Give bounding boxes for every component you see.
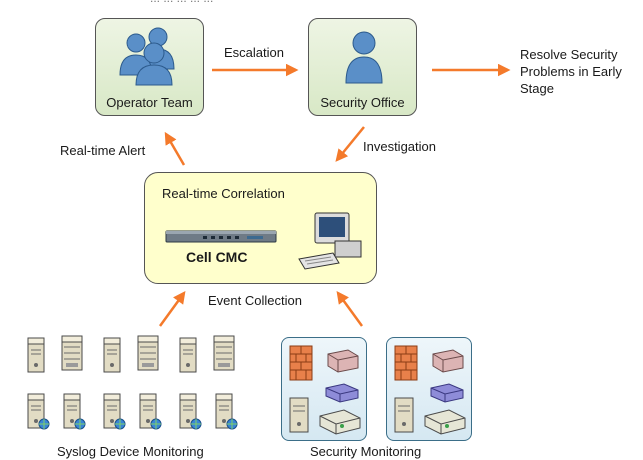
syslog-group-label: Syslog Device Monitoring bbox=[57, 444, 204, 459]
correlation-title: Real-time Correlation bbox=[162, 186, 285, 201]
workstation-icon bbox=[298, 212, 362, 270]
investigation-arrow bbox=[335, 126, 365, 162]
switch-icon bbox=[430, 383, 464, 403]
security-devices-right bbox=[394, 345, 466, 435]
operator-team-box: Operator Team bbox=[95, 18, 204, 116]
syslog-collection-arrow bbox=[158, 290, 186, 327]
operator-team-label: Operator Team bbox=[106, 95, 193, 110]
realtime-alert-label: Real-time Alert bbox=[60, 143, 146, 158]
security-office-box: Security Office bbox=[308, 18, 417, 116]
user-icon bbox=[345, 31, 383, 84]
header-title: ... ... ... ... ... bbox=[150, 0, 213, 5]
server-icon bbox=[289, 397, 309, 433]
appliance-icon bbox=[319, 409, 361, 435]
user-group-icon bbox=[119, 27, 175, 86]
investigation-label: Investigation bbox=[363, 139, 436, 154]
security-devices-left bbox=[289, 345, 361, 435]
security-office-label: Security Office bbox=[320, 95, 405, 110]
rack-appliance-icon bbox=[165, 230, 277, 243]
outcome-label: Resolve Security Problems in Early Stage bbox=[520, 47, 622, 96]
realtime-alert-arrow bbox=[164, 131, 186, 166]
router-icon bbox=[432, 349, 464, 373]
firewall-icon bbox=[394, 345, 418, 381]
security-collection-arrow bbox=[336, 290, 364, 327]
server-icon bbox=[394, 397, 414, 433]
cell-cmc-label: Cell CMC bbox=[186, 249, 248, 265]
switch-icon bbox=[325, 383, 359, 403]
event-collection-label: Event Collection bbox=[208, 293, 302, 308]
firewall-icon bbox=[289, 345, 313, 381]
security-panel-right bbox=[386, 337, 472, 441]
escalation-label: Escalation bbox=[224, 45, 284, 60]
appliance-icon bbox=[424, 409, 466, 435]
router-icon bbox=[327, 349, 359, 373]
correlation-box: Real-time Correlation Cell CMC bbox=[144, 172, 377, 284]
security-panel-left bbox=[281, 337, 367, 441]
security-group-label: Security Monitoring bbox=[310, 444, 422, 459]
